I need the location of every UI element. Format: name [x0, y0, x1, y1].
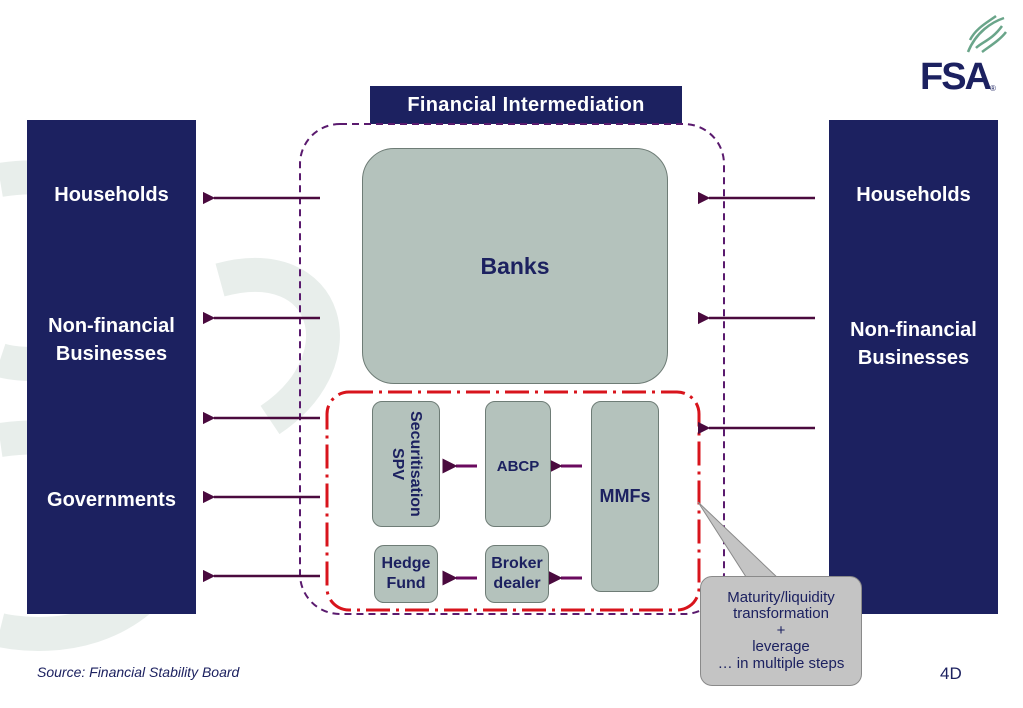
- banks-box: Banks: [362, 148, 668, 384]
- hedge-fund-label: Hedge Fund: [381, 555, 431, 592]
- left-label-non-financial-businesses: Non-financial Businesses: [48, 315, 175, 365]
- mmfs-box: MMFs: [591, 401, 659, 592]
- broker-dealer-label: Broker dealer: [491, 555, 543, 592]
- mmfs-label: MMFs: [599, 486, 651, 506]
- source-note: Source: Financial Stability Board: [37, 664, 240, 680]
- shadow-chain-boundary: [325, 390, 701, 612]
- shadow-banking-boundary: [299, 123, 725, 615]
- callout-box: Maturity/liquidity transformation + leve…: [700, 576, 862, 686]
- fsa-logo-leaf-icon: [966, 14, 1007, 54]
- right-label-households: Households: [856, 184, 971, 206]
- hedge-fund-box: Hedge Fund: [374, 545, 438, 603]
- callout-text: Maturity/liquidity transformation + leve…: [717, 588, 845, 672]
- fsa-logo: FSA: [920, 56, 992, 98]
- right-label-non-financial-businesses: Non-financial Businesses: [850, 319, 977, 369]
- broker-dealer-box: Broker dealer: [485, 545, 549, 603]
- callout-pointer: [697, 501, 782, 581]
- banks-label: Banks: [480, 252, 550, 279]
- right-panel: [829, 120, 998, 614]
- slide-number: 4D: [940, 664, 962, 683]
- left-panel: [27, 120, 196, 614]
- abcp-label: ABCP: [496, 458, 540, 475]
- securitisation-spv-label: Securitisation SPV: [389, 411, 424, 517]
- securitisation-spv-box: Securitisation SPV: [372, 401, 440, 527]
- left-label-governments: Governments: [47, 489, 176, 511]
- registered-mark: ®: [990, 84, 996, 93]
- left-label-households: Households: [54, 184, 169, 206]
- abcp-box: ABCP: [485, 401, 551, 527]
- diagram-title: Financial Intermediation: [370, 86, 682, 124]
